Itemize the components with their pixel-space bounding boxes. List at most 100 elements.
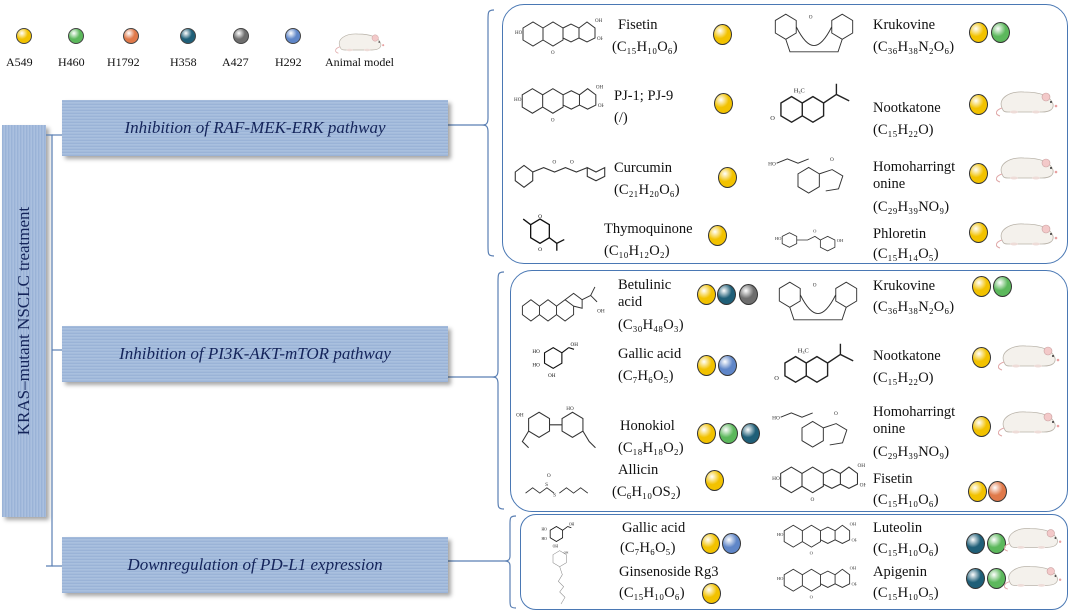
compound-formula: (C₂₉H₃₉NO₉) xyxy=(873,444,950,460)
compound-name: Gallic acid xyxy=(618,346,682,362)
compound-name: Betulinic acid xyxy=(618,277,672,310)
compound-name: Nootkatone xyxy=(873,348,941,364)
luteolin-structure xyxy=(768,518,864,558)
cell-dot-a549 xyxy=(702,583,721,604)
cell-dot-a549 xyxy=(697,284,716,305)
ginsenoside-rg3-structure xyxy=(528,548,598,608)
cell-dot-a549 xyxy=(972,347,991,368)
compound-formula: (C₁₅H₁₀O₆) xyxy=(873,492,939,508)
legend-label: H358 xyxy=(170,55,197,69)
compound-formula: (C₂₉H₃₉NO₉) xyxy=(873,199,950,215)
cell-dot-a549 xyxy=(972,416,991,437)
fisetin-structure xyxy=(770,458,866,506)
compound-name: Homoharringt onine xyxy=(873,159,956,192)
allicin-structure xyxy=(522,466,602,506)
cell-dot-a549 xyxy=(718,167,737,188)
krukovine-structure xyxy=(766,10,862,56)
compound-name: Allicin xyxy=(618,462,659,478)
cell-dot-h292 xyxy=(718,355,737,376)
cell-dot-h460 xyxy=(991,22,1010,43)
legend-dot-a427 xyxy=(233,28,249,44)
compound-panel-pd-l1 xyxy=(520,514,1068,610)
pathway-header-pi3k-akt-mtor: Inhibition of PI3K-AKT-mTOR pathway xyxy=(62,326,448,382)
cell-dot-a549 xyxy=(969,22,988,43)
legend-dot-h292 xyxy=(285,28,301,44)
compound-formula: (C₁₅H₁₄O₅) xyxy=(873,246,939,262)
legend-dot-h1792 xyxy=(123,28,139,44)
thymoquinone-structure xyxy=(512,212,596,256)
compound-name: Krukovine xyxy=(873,278,936,294)
apigenin-structure xyxy=(768,562,864,602)
compound-name: Phloretin xyxy=(873,226,927,242)
legend-dot-h460 xyxy=(68,28,84,44)
mouse-icon xyxy=(996,150,1058,191)
compound-formula: (C₁₅H₁₀O₅) xyxy=(873,585,939,601)
pathway-header-raf-mek-erk: Inhibition of RAF-MEK-ERK pathway xyxy=(62,100,448,156)
legend-label: A427 xyxy=(222,55,249,69)
compound-name: Gallic acid xyxy=(622,520,686,536)
cell-dot-h292 xyxy=(722,533,741,554)
compound-name: Nootkatone xyxy=(873,100,941,116)
compound-formula: (C₃₆H₃₈N₂O₆) xyxy=(873,39,955,55)
cell-dot-a549 xyxy=(713,24,732,45)
cell-dot-a549 xyxy=(969,222,988,243)
cell-dot-a549 xyxy=(968,481,987,502)
compound-name: Krukovine xyxy=(873,17,936,33)
pathway-header-pd-l1: Downregulation of PD-L1 expression xyxy=(62,537,448,593)
cell-dot-a549 xyxy=(969,94,988,115)
cell-dot-a549 xyxy=(708,225,727,246)
curcumin-structure xyxy=(510,148,610,196)
fisetin-structure xyxy=(512,14,604,58)
pj-structure xyxy=(512,78,604,128)
legend-dot-h358 xyxy=(180,28,196,44)
compound-formula: (C₁₅H₁₀O₆) xyxy=(873,541,939,557)
compound-formula: (C₁₅H₁₀O₆) xyxy=(619,585,685,601)
main-category-bar xyxy=(2,125,46,517)
mouse-icon xyxy=(998,338,1060,379)
gallic-acid-structure xyxy=(522,336,600,380)
compound-formula: (C₂₁H₂₀O₆) xyxy=(614,182,680,198)
cell-dot-h460 xyxy=(993,276,1012,297)
nootkatone-structure xyxy=(770,338,866,388)
cell-dot-h1792 xyxy=(988,481,1007,502)
compound-formula: (C₁₅H₂₂O) xyxy=(873,122,934,138)
compound-name: Thymoquinone xyxy=(604,221,693,237)
compound-formula: (C₁₈H₁₈O₂) xyxy=(618,440,684,456)
legend-dot-a549 xyxy=(16,28,32,44)
honokiol-structure xyxy=(514,406,608,452)
compound-name: Luteolin xyxy=(873,520,923,536)
compound-formula: (/) xyxy=(614,110,628,126)
homoharringtonine-structure xyxy=(770,400,866,460)
cell-dot-h358 xyxy=(741,423,760,444)
compound-name: PJ-1; PJ-9 xyxy=(614,88,674,104)
compound-name: Apigenin xyxy=(873,564,927,580)
compound-formula: (C₇H₆O₅) xyxy=(620,540,676,556)
compound-name: Fisetin xyxy=(618,17,658,33)
cell-dot-a549 xyxy=(972,276,991,297)
mouse-icon xyxy=(996,84,1058,125)
cell-dot-a549 xyxy=(969,163,988,184)
phloretin-structure xyxy=(766,220,862,260)
cell-dot-h358 xyxy=(717,284,736,305)
compound-formula: (C₁₅H₁₀O₆) xyxy=(612,39,678,55)
cell-dot-h460 xyxy=(987,568,1006,589)
cell-dot-h358 xyxy=(966,568,985,589)
gallic-acid-structure xyxy=(534,516,590,552)
cell-dot-a427 xyxy=(739,284,758,305)
compound-formula: (C₁₀H₁₂O₂) xyxy=(604,243,670,259)
compound-name: Honokiol xyxy=(620,418,675,434)
cell-dot-h358 xyxy=(966,533,985,554)
legend-label: A549 xyxy=(6,55,33,69)
mouse-icon xyxy=(998,404,1060,445)
cell-dot-a549 xyxy=(697,423,716,444)
legend-label: Animal model xyxy=(325,55,394,69)
legend-label: H460 xyxy=(58,55,85,69)
mouse-icon xyxy=(1004,522,1062,559)
cell-dot-a549 xyxy=(697,355,716,376)
cell-dot-h460 xyxy=(987,533,1006,554)
compound-formula: (C₃₀H₄₈O₃) xyxy=(618,317,684,333)
compound-name: Homoharringt onine xyxy=(873,404,956,437)
compound-name: Ginsenoside Rg3 xyxy=(619,564,719,580)
homoharringtonine-structure xyxy=(766,146,862,206)
